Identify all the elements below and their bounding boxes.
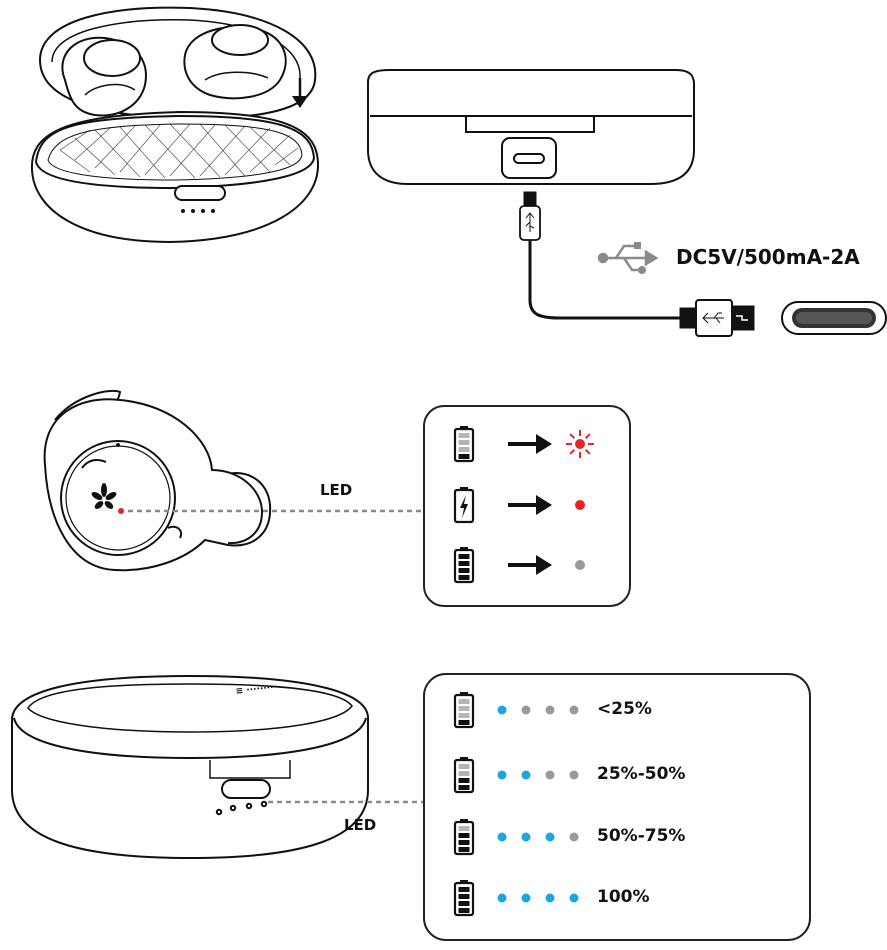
- led-ray: [569, 448, 576, 455]
- battery-icon: [453, 426, 475, 463]
- earbud-illustration: [43, 390, 272, 572]
- battery-icon: [453, 880, 475, 917]
- open-case-illustration: [30, 6, 320, 244]
- led-ray: [569, 433, 576, 440]
- case-led-dot: [497, 832, 507, 842]
- case-led-dot: [569, 705, 579, 715]
- led-dot: [575, 560, 585, 570]
- case-led-dot: [545, 770, 555, 780]
- arrow-head-icon: [536, 555, 552, 575]
- leaf-logo-icon: [91, 483, 117, 509]
- case-led-dot: [545, 893, 555, 903]
- case-led-dot: [569, 832, 579, 842]
- case-led-label: LED: [344, 816, 377, 834]
- earbud-led-label: LED: [320, 481, 353, 499]
- earbud-led-dot: [118, 508, 124, 514]
- battery-level-label: 100%: [597, 887, 650, 907]
- usb-cable: [519, 191, 755, 337]
- case-led-table: [423, 673, 811, 941]
- battery-level-label: 50%-75%: [597, 826, 686, 846]
- usb-symbol-icon: [597, 242, 659, 274]
- case-led-dot: [521, 832, 531, 842]
- battery-icon: [453, 819, 475, 856]
- battery-icon: [453, 692, 475, 729]
- case-brand-mark: ≡ ·········: [235, 683, 277, 697]
- usb-c-port-icon: [781, 301, 887, 335]
- case-led-dot: [545, 705, 555, 715]
- case-led-dot: [521, 893, 531, 903]
- led-ray: [584, 448, 591, 455]
- closed-case-illustration: [11, 674, 369, 860]
- battery-icon: [453, 487, 475, 524]
- case-led-dot: [497, 893, 507, 903]
- case-led-dot: [497, 705, 507, 715]
- led-dot: [575, 439, 585, 449]
- led-dot: [575, 500, 585, 510]
- arrow-head-icon: [536, 495, 552, 515]
- led-ray: [584, 433, 591, 440]
- voltage-spec-label: DC5V/500mA-2A: [676, 245, 860, 269]
- case-led-dot: [521, 770, 531, 780]
- case-back-illustration: [367, 69, 695, 185]
- arrow-head-icon: [536, 434, 552, 454]
- battery-level-label: 25%-50%: [597, 764, 686, 784]
- case-led-dot: [569, 893, 579, 903]
- case-led-dot: [497, 770, 507, 780]
- case-led-dot: [545, 832, 555, 842]
- battery-icon: [453, 757, 475, 794]
- case-led-dot: [569, 770, 579, 780]
- down-arrow-icon: [292, 78, 308, 108]
- battery-level-label: <25%: [597, 699, 652, 719]
- battery-icon: [453, 547, 475, 584]
- case-led-dot: [521, 705, 531, 715]
